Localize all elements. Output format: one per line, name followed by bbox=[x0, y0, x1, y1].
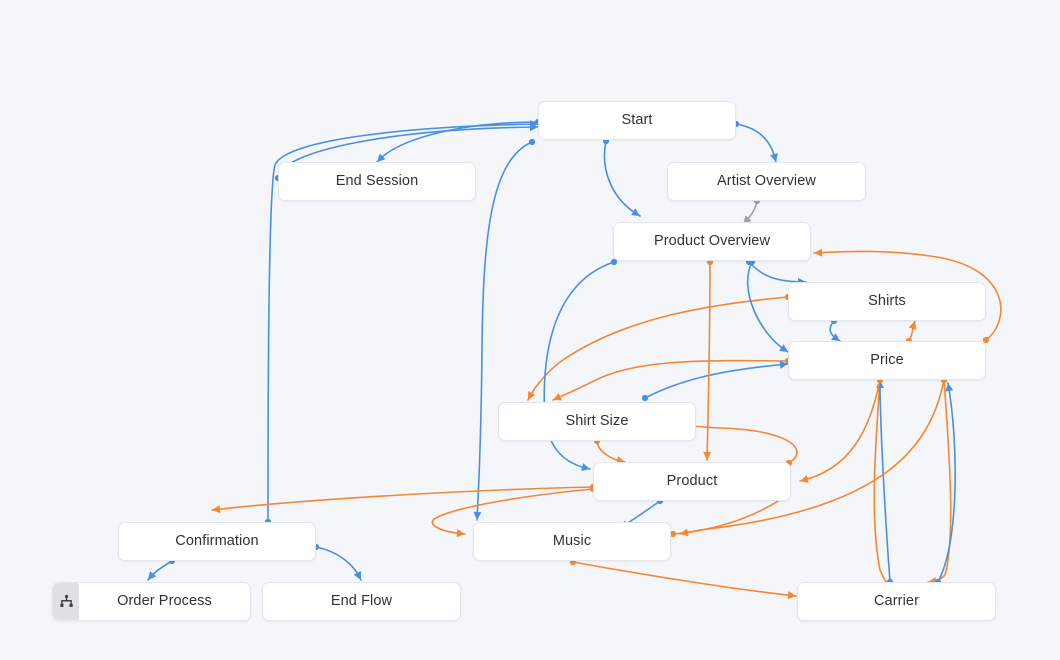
edge-arrowhead bbox=[528, 391, 536, 400]
edge-arrowhead bbox=[631, 208, 640, 216]
edge bbox=[641, 360, 789, 402]
edge-arrowhead bbox=[473, 511, 482, 520]
edge-arrowhead bbox=[800, 475, 809, 483]
edge-arrowhead bbox=[908, 321, 917, 330]
node-label: Price bbox=[870, 352, 904, 369]
edge-arrowhead bbox=[581, 463, 590, 472]
edge-arrowhead bbox=[787, 591, 796, 600]
node-end_flow[interactable]: End Flow bbox=[262, 582, 461, 621]
edge bbox=[873, 376, 896, 593]
edge bbox=[934, 382, 956, 586]
edge bbox=[569, 558, 797, 600]
node-product[interactable]: Product bbox=[593, 462, 791, 501]
edge bbox=[147, 557, 176, 581]
edge-arrowhead bbox=[680, 528, 689, 537]
edge-arrowhead bbox=[529, 123, 538, 132]
edge-arrowhead bbox=[814, 248, 823, 257]
edge bbox=[473, 138, 536, 521]
hierarchy-icon bbox=[53, 583, 79, 620]
node-label: Product Overview bbox=[653, 233, 771, 250]
node-label: Music bbox=[552, 533, 592, 550]
node-price[interactable]: Price bbox=[788, 341, 986, 380]
edge-source-dot bbox=[641, 394, 649, 402]
edge bbox=[527, 293, 792, 401]
edge-source-dot bbox=[528, 138, 536, 146]
node-label: Shirt Size bbox=[565, 413, 629, 430]
node-music[interactable]: Music bbox=[473, 522, 671, 561]
node-label: Shirts bbox=[868, 293, 906, 310]
node-shirts[interactable]: Shirts bbox=[788, 282, 986, 321]
node-product_overview[interactable]: Product Overview bbox=[613, 222, 811, 261]
node-order_process[interactable]: Order Process bbox=[52, 582, 251, 621]
node-label: End Flow bbox=[330, 593, 393, 610]
edge-arrowhead bbox=[945, 383, 954, 392]
edge bbox=[732, 120, 778, 163]
node-label: Product bbox=[666, 473, 718, 490]
node-carrier[interactable]: Carrier bbox=[797, 582, 996, 621]
edge bbox=[927, 376, 952, 586]
node-confirmation[interactable]: Confirmation bbox=[118, 522, 316, 561]
node-label: Artist Overview bbox=[717, 173, 816, 190]
node-label: Confirmation bbox=[175, 533, 259, 550]
edge-arrowhead bbox=[876, 380, 885, 389]
edge-arrowhead bbox=[212, 505, 221, 514]
edge bbox=[799, 376, 884, 483]
edge bbox=[681, 421, 798, 467]
edge-arrowhead bbox=[456, 529, 465, 538]
edge bbox=[312, 543, 362, 581]
edge bbox=[552, 357, 792, 401]
node-label: Start bbox=[621, 112, 653, 129]
node-end_session[interactable]: End Session bbox=[278, 162, 476, 201]
edge bbox=[602, 137, 641, 217]
edge-arrowhead bbox=[148, 571, 157, 580]
node-start[interactable]: Start bbox=[538, 101, 736, 140]
edge bbox=[703, 258, 714, 461]
edge-arrowhead bbox=[529, 120, 538, 129]
edge-arrowhead bbox=[703, 451, 712, 460]
edge bbox=[746, 258, 789, 353]
node-label: End Session bbox=[335, 173, 419, 190]
node-label: Order Process bbox=[117, 593, 212, 610]
edge bbox=[876, 379, 894, 586]
edge bbox=[679, 376, 948, 537]
node-label: Carrier bbox=[873, 593, 919, 610]
edge bbox=[211, 483, 597, 514]
node-artist_overview[interactable]: Artist Overview bbox=[667, 162, 866, 201]
edge bbox=[376, 118, 542, 163]
node-shirt_size[interactable]: Shirt Size bbox=[498, 402, 696, 441]
edge-arrowhead bbox=[353, 571, 361, 580]
